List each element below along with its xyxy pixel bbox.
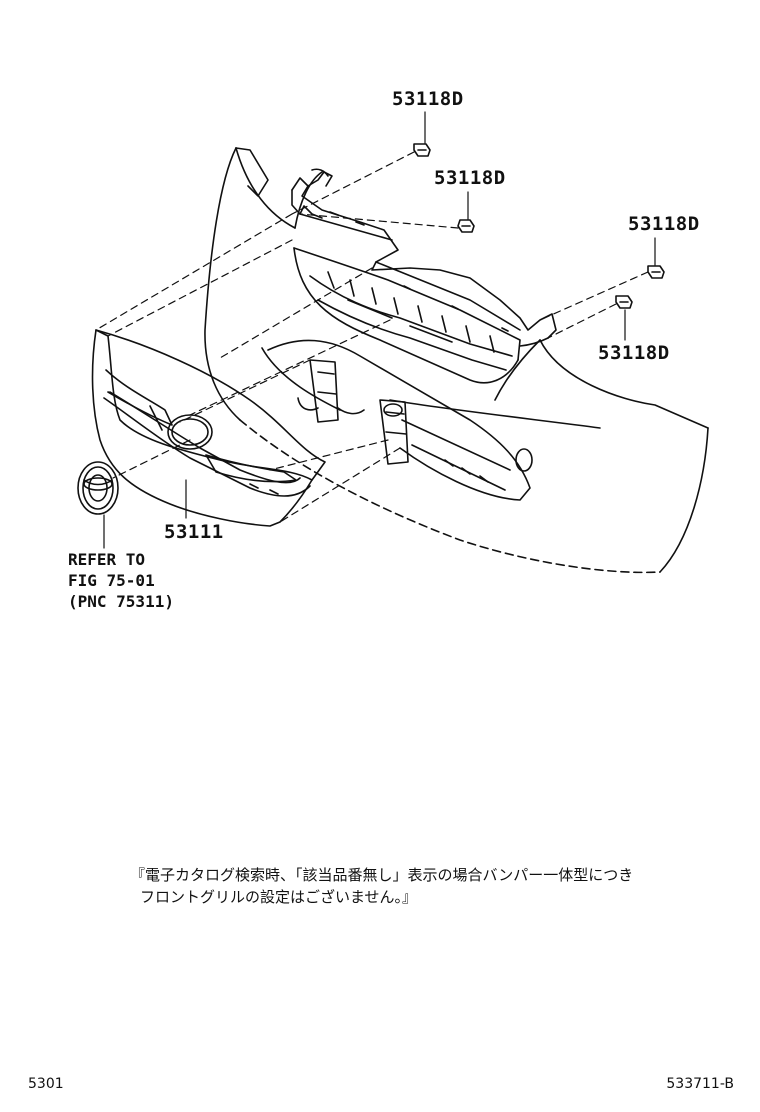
clip-icon-upper-mid bbox=[457, 219, 475, 233]
clip-icon-right-lower bbox=[615, 295, 633, 309]
footer-right-code: 533711-B bbox=[666, 1076, 734, 1092]
label-grille: 53111 bbox=[164, 521, 224, 543]
catalog-note-line-1: 『電子カタログ検索時、「該当品番無し」表示の場合バンパー一体型につき bbox=[130, 866, 634, 884]
radiator-grille bbox=[91, 329, 326, 527]
reference-line-1: REFER TO bbox=[68, 550, 146, 569]
footer-left-code: 5301 bbox=[28, 1076, 64, 1092]
catalog-note-line-2: フロントグリルの設定はございません。』 bbox=[140, 888, 418, 906]
assembly-lines bbox=[95, 151, 649, 523]
label-clip-upper-mid: 53118D bbox=[434, 167, 506, 189]
label-clip-right-lower: 53118D bbox=[598, 342, 670, 364]
clip-icon-right-upper bbox=[647, 265, 665, 279]
clip-icon-top bbox=[413, 143, 431, 157]
reference-line-2: FIG 75-01 bbox=[68, 571, 155, 590]
upper-reinforcement bbox=[291, 168, 557, 384]
emblem-icon bbox=[77, 461, 119, 515]
label-clip-right-upper: 53118D bbox=[628, 213, 700, 235]
catalog-note: 『電子カタログ検索時、「該当品番無し」表示の場合バンパー一体型につき フロントグ… bbox=[130, 864, 633, 908]
reference-line-3: (PNC 75311) bbox=[68, 592, 174, 611]
leader-lines bbox=[103, 111, 656, 549]
reference-note: REFER TO FIG 75-01 (PNC 75311) bbox=[68, 549, 174, 612]
label-clip-top: 53118D bbox=[392, 88, 464, 110]
